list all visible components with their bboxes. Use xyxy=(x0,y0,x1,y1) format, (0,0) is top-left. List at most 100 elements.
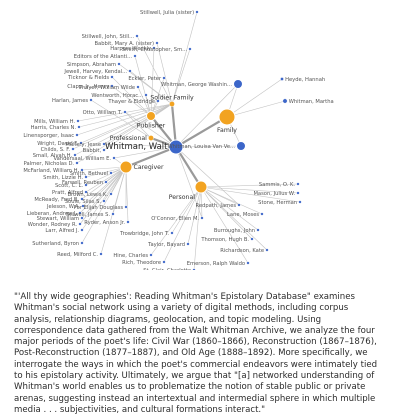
node-label-soldier: Soldier Family xyxy=(150,94,194,101)
node-label-larr: Larr, Alfred J. xyxy=(45,228,79,234)
edge-larr xyxy=(81,166,127,231)
person-node-mcfarland[interactable] xyxy=(80,168,84,172)
person-node-louisa[interactable] xyxy=(236,141,246,151)
person-node-stilwell_james[interactable] xyxy=(111,212,115,216)
person-node-oconnor[interactable] xyxy=(200,216,204,220)
person-node-wonder[interactable] xyxy=(78,222,82,226)
person-node-lieberan[interactable] xyxy=(78,211,82,215)
person-node-brown[interactable] xyxy=(109,192,113,196)
person-node-jewell[interactable] xyxy=(128,69,132,73)
person-node-simpson[interactable] xyxy=(117,62,121,66)
category-node-personal[interactable] xyxy=(194,180,208,194)
labels-layer: Whitman, George Washin...Whitman, Louisa… xyxy=(23,10,333,270)
category-node-professional[interactable] xyxy=(148,135,154,141)
edge-hub-personal xyxy=(175,146,202,188)
category-node-soldier[interactable] xyxy=(169,101,175,107)
person-node-harpers[interactable] xyxy=(152,46,156,50)
person-node-thayer_wilde[interactable] xyxy=(136,85,140,89)
person-node-otto[interactable] xyxy=(123,110,127,114)
edge-heyde xyxy=(226,78,283,118)
person-node-larr[interactable] xyxy=(80,228,84,232)
person-node-richardson[interactable] xyxy=(265,248,269,252)
edge-hub-caregiver xyxy=(125,145,177,169)
person-node-mason[interactable] xyxy=(296,191,300,195)
person-node-sutherland[interactable] xyxy=(80,241,84,245)
edge-thomson xyxy=(200,186,253,240)
center-node-walt[interactable] xyxy=(168,139,184,155)
person-node-ticknor[interactable] xyxy=(110,75,114,79)
edge-hine xyxy=(150,186,202,256)
person-node-lane[interactable] xyxy=(260,212,264,216)
node-label-farwell: Farwell, Reuben xyxy=(62,180,103,186)
node-label-stillwell_julia: Stillwell, Julia (sister) xyxy=(140,10,194,16)
node-label-mills: Mills, William H. xyxy=(34,119,75,125)
person-node-scott[interactable] xyxy=(84,183,88,187)
person-node-stillwell_john[interactable] xyxy=(135,34,139,38)
person-node-palmer[interactable] xyxy=(75,161,79,165)
person-node-burroughs[interactable] xyxy=(256,228,260,232)
person-node-vandersaal[interactable] xyxy=(112,156,116,160)
edge-trowbridge xyxy=(171,186,202,234)
person-node-for_elijah[interactable] xyxy=(124,205,128,209)
person-node-stillwell_julia[interactable] xyxy=(195,10,199,14)
person-node-smith_lizzie[interactable] xyxy=(84,175,88,179)
person-node-wright[interactable] xyxy=(79,141,83,145)
edge-stillwell_john xyxy=(136,35,173,105)
node-label-st_clair: St. Clair, Charlotte xyxy=(143,268,191,270)
person-node-linensporger[interactable] xyxy=(75,133,79,137)
person-node-george[interactable] xyxy=(233,79,243,89)
person-node-smith_christopher[interactable] xyxy=(188,47,192,51)
person-node-rich[interactable] xyxy=(162,260,166,264)
person-node-st_clair[interactable] xyxy=(192,268,196,270)
person-node-harris[interactable] xyxy=(77,125,81,129)
person-node-mullery[interactable] xyxy=(102,142,106,146)
node-label-simpson: Simpson, Abraham xyxy=(67,62,116,68)
person-node-ryder[interactable] xyxy=(126,220,130,224)
edge-smith_lizzie xyxy=(85,166,127,178)
person-node-pratt[interactable] xyxy=(84,190,88,194)
person-node-babbit_mary[interactable] xyxy=(155,41,159,45)
edge-linensporger xyxy=(76,103,173,136)
edge-stone xyxy=(200,186,301,203)
person-node-sammis[interactable] xyxy=(296,182,300,186)
person-node-editors_atlantic[interactable] xyxy=(133,54,137,58)
person-node-small[interactable] xyxy=(73,153,77,157)
category-node-caregiver[interactable] xyxy=(119,160,133,174)
person-node-soule[interactable] xyxy=(102,199,106,203)
person-node-childs[interactable] xyxy=(71,147,75,151)
person-node-harlan[interactable] xyxy=(89,98,93,102)
edge-mcfarland xyxy=(81,166,127,171)
edge-stillwell_julia xyxy=(171,11,198,105)
person-node-wentworth[interactable] xyxy=(144,93,148,97)
node-label-walt: Whitman, Walt xyxy=(105,142,168,152)
person-node-thomson[interactable] xyxy=(250,237,254,241)
person-node-clapp[interactable] xyxy=(110,84,114,88)
person-node-taylor[interactable] xyxy=(186,242,190,246)
person-node-eckler[interactable] xyxy=(162,76,166,80)
person-node-martha[interactable] xyxy=(282,98,288,104)
person-node-babbit[interactable] xyxy=(102,148,106,152)
person-node-mills[interactable] xyxy=(76,119,80,123)
category-node-publisher[interactable] xyxy=(146,111,156,121)
node-label-small: Small, Alvah H. xyxy=(33,153,73,159)
person-node-farwell[interactable] xyxy=(104,180,108,184)
person-node-smith_bethuel[interactable] xyxy=(109,171,113,175)
person-node-redpath[interactable] xyxy=(237,203,241,207)
person-node-reed[interactable] xyxy=(99,252,103,256)
person-node-hine[interactable] xyxy=(149,253,153,257)
category-node-family[interactable] xyxy=(218,108,236,126)
node-label-smith_bethuel: Smith, Bethuel xyxy=(70,171,108,177)
node-label-hine: Hine, Charles xyxy=(113,253,148,259)
node-label-professional: Professional xyxy=(110,135,147,142)
person-node-heyde[interactable] xyxy=(280,77,284,81)
edge-harris xyxy=(78,103,173,128)
person-node-stone[interactable] xyxy=(298,200,302,204)
person-node-emerson[interactable] xyxy=(246,261,250,265)
person-node-trowbridge[interactable] xyxy=(170,231,174,235)
node-label-linensporger: Linensporger, Isaac xyxy=(23,133,74,139)
person-node-jeleson[interactable] xyxy=(81,204,85,208)
node-label-wonder: Wonder, Rodney R. xyxy=(28,222,78,228)
person-node-stewart[interactable] xyxy=(80,216,84,220)
person-node-thayer_eldridge[interactable] xyxy=(156,99,160,103)
person-node-mcready[interactable] xyxy=(80,197,84,201)
